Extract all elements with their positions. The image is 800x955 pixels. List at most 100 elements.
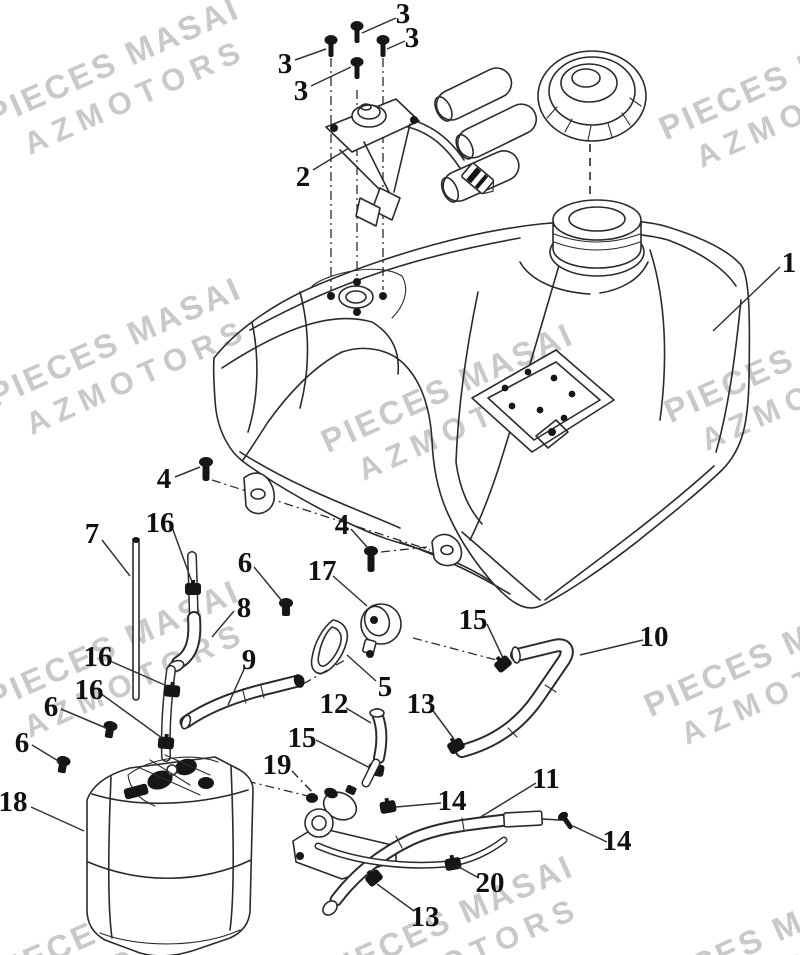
leader-line-3	[386, 40, 406, 50]
nut-6c	[56, 755, 71, 774]
part-label-13: 13	[407, 688, 436, 720]
part-label-9: 9	[242, 644, 257, 676]
construction-lines	[209, 58, 591, 799]
leader-line-3	[310, 66, 352, 87]
bolts-drawing	[199, 457, 378, 572]
part-label-3: 3	[294, 75, 309, 107]
part-label-3: 3	[405, 22, 420, 54]
leader-line-17	[332, 575, 368, 607]
part-label-8: 8	[237, 592, 252, 624]
hose-13-drawing	[314, 836, 508, 887]
part-label-15: 15	[288, 722, 317, 754]
clamp-13b	[365, 869, 383, 887]
leader-line-16	[109, 660, 168, 687]
part-label-20: 20	[476, 867, 505, 899]
leader-line-4	[174, 466, 201, 478]
leader-line-20	[456, 865, 480, 879]
leader-line-5	[346, 654, 377, 682]
float-drawing	[455, 103, 538, 160]
fuel-sender-drawing	[325, 67, 538, 227]
part-label-19: 19	[263, 749, 292, 781]
leader-line-13	[376, 883, 415, 912]
rod-drawing	[132, 537, 140, 701]
part-label-7: 7	[85, 518, 100, 550]
screws-drawing	[324, 21, 390, 79]
part-label-11: 11	[532, 763, 559, 795]
part-label-2: 2	[296, 161, 311, 193]
clamp-14a	[379, 797, 397, 814]
leader-line-12	[345, 707, 372, 724]
leader-line-10	[579, 639, 644, 656]
part-label-17: 17	[308, 555, 337, 587]
part-label-13: 13	[411, 901, 440, 933]
part-label-4: 4	[157, 463, 172, 495]
part-label-6: 6	[15, 727, 30, 759]
clamp-16b	[163, 681, 181, 698]
aux-tank-drawing	[56, 720, 254, 955]
part-label-18: 18	[0, 786, 28, 818]
leader-line-14	[572, 825, 608, 843]
leader-line-13	[430, 707, 455, 740]
part-label-3: 3	[278, 48, 293, 80]
clamp-16a	[185, 580, 201, 595]
leader-line-6	[253, 566, 283, 602]
clamp-16c	[157, 733, 175, 750]
part-label-14: 14	[438, 785, 467, 817]
leader-line-11	[478, 782, 537, 819]
fuel-cap-drawing	[537, 50, 647, 142]
leader-line-15	[315, 739, 371, 769]
clamp-20	[444, 854, 462, 871]
leader-line-4	[350, 528, 369, 549]
part-label-12: 12	[320, 688, 349, 720]
part-label-6: 6	[238, 547, 253, 579]
float-drawing	[434, 67, 513, 122]
bolt-14b	[557, 811, 573, 830]
leader-line-16	[171, 526, 193, 583]
main-tank-drawing	[212, 219, 751, 609]
leader-line-18	[30, 806, 85, 832]
hose-11-drawing	[322, 810, 573, 916]
part-label-15: 15	[459, 604, 488, 636]
filler-neck-drawing	[549, 199, 645, 277]
leader-line-19	[291, 770, 317, 797]
nut-6b	[103, 720, 118, 739]
part-label-4: 4	[335, 509, 350, 541]
leader-line-3	[361, 17, 397, 34]
pump-19-drawing	[292, 758, 397, 880]
leader-line-2	[312, 147, 350, 171]
leader-line-1	[712, 266, 781, 332]
strap-5-drawing	[310, 619, 349, 675]
part-label-16: 16	[146, 507, 175, 539]
leader-line-3	[294, 48, 327, 61]
wire-connector	[461, 162, 495, 195]
part-label-16: 16	[75, 674, 104, 706]
valve-17-drawing	[360, 603, 402, 658]
part-label-16: 16	[84, 641, 113, 673]
part-label-5: 5	[378, 671, 393, 703]
leader-line-16	[99, 692, 163, 739]
leader-line-14	[395, 802, 442, 808]
part-label-14: 14	[603, 825, 632, 857]
leader-line-7	[101, 539, 131, 577]
aux-tank-cap-hardware	[123, 754, 214, 800]
leader-line-6	[31, 744, 61, 763]
hose-9-drawing	[179, 674, 305, 730]
part-label-1: 1	[782, 247, 797, 279]
part-label-3: 3	[396, 0, 411, 30]
part-label-6: 6	[44, 691, 59, 723]
leader-line-15	[486, 623, 504, 659]
watermark-line1: PIECES MASAI	[628, 865, 800, 955]
clamp-15a	[494, 655, 512, 673]
leader-line-8	[211, 610, 235, 638]
leader-line-6	[60, 708, 107, 729]
leader-line-9	[227, 666, 246, 706]
